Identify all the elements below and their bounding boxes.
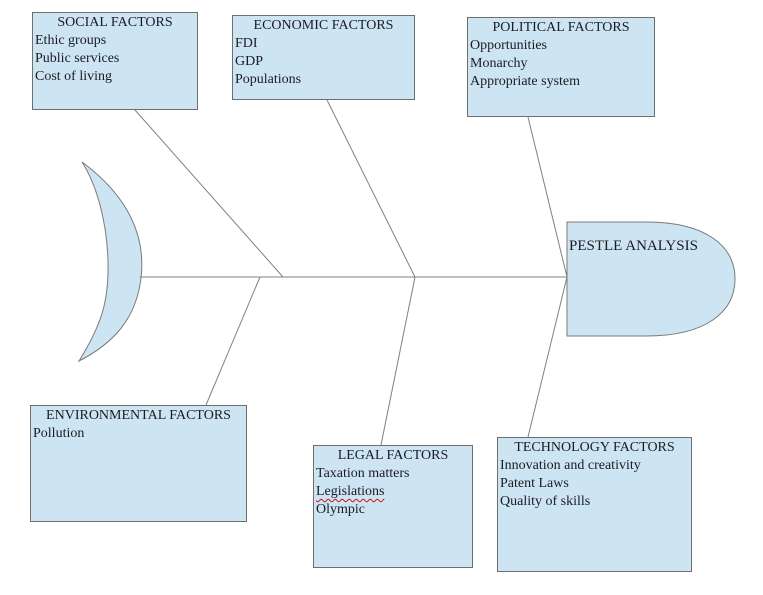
environmental-bone-line xyxy=(205,276,261,406)
environmental-factors-title: ENVIRONMENTAL FACTORS xyxy=(46,408,231,423)
environmental-factors-box: ENVIRONMENTAL FACTORS Pollution xyxy=(30,405,247,522)
social-factor-item: Public services xyxy=(35,51,120,66)
legal-factors-box: LEGAL FACTORS Taxation matters Legislati… xyxy=(313,445,473,568)
technology-factors-box: TECHNOLOGY FACTORS Innovation and creati… xyxy=(497,437,692,572)
legal-factor-item: Legislations xyxy=(316,483,470,501)
political-factors-title: POLITICAL FACTORS xyxy=(492,20,630,35)
technology-factor-item: Patent Laws xyxy=(500,476,569,491)
political-factors-box: POLITICAL FACTORS Opportunities Monarchy… xyxy=(467,17,655,117)
legal-factor-item: Taxation matters xyxy=(316,466,410,481)
social-factor-item: Ethic groups xyxy=(35,33,107,48)
political-factor-item: Monarchy xyxy=(470,56,528,71)
technology-bone-line xyxy=(527,276,568,438)
economic-bone-line xyxy=(326,99,416,278)
head-title: PESTLE ANALYSIS xyxy=(569,238,698,254)
tail-crescent-shape xyxy=(77,161,143,363)
economic-factor-item: FDI xyxy=(235,36,258,51)
economic-factors-box: ECONOMIC FACTORS FDI GDP Populations xyxy=(232,15,415,100)
economic-factor-item: GDP xyxy=(235,54,264,69)
political-factor-item: Appropriate system xyxy=(470,74,581,89)
technology-factor-item: Innovation and creativity xyxy=(500,458,641,473)
economic-factors-title: ECONOMIC FACTORS xyxy=(253,18,394,33)
spellchecked-word: Legislations xyxy=(316,484,385,499)
social-factors-title: SOCIAL FACTORS xyxy=(57,15,173,30)
technology-factors-title: TECHNOLOGY FACTORS xyxy=(514,440,675,455)
legal-factor-item: Olympic xyxy=(316,502,365,517)
legal-bone-line xyxy=(380,276,416,446)
social-factors-box: SOCIAL FACTORS Ethic groups Public servi… xyxy=(32,12,198,110)
economic-factor-item: Populations xyxy=(235,72,302,87)
legal-factors-title: LEGAL FACTORS xyxy=(337,448,449,463)
head-shape xyxy=(566,221,736,337)
social-factor-item: Cost of living xyxy=(35,69,113,84)
environmental-factor-item: Pollution xyxy=(33,426,85,441)
social-bone-line xyxy=(134,109,284,278)
political-factor-item: Opportunities xyxy=(470,38,547,53)
political-bone-line xyxy=(527,116,568,278)
technology-factor-item: Quality of skills xyxy=(500,494,591,509)
